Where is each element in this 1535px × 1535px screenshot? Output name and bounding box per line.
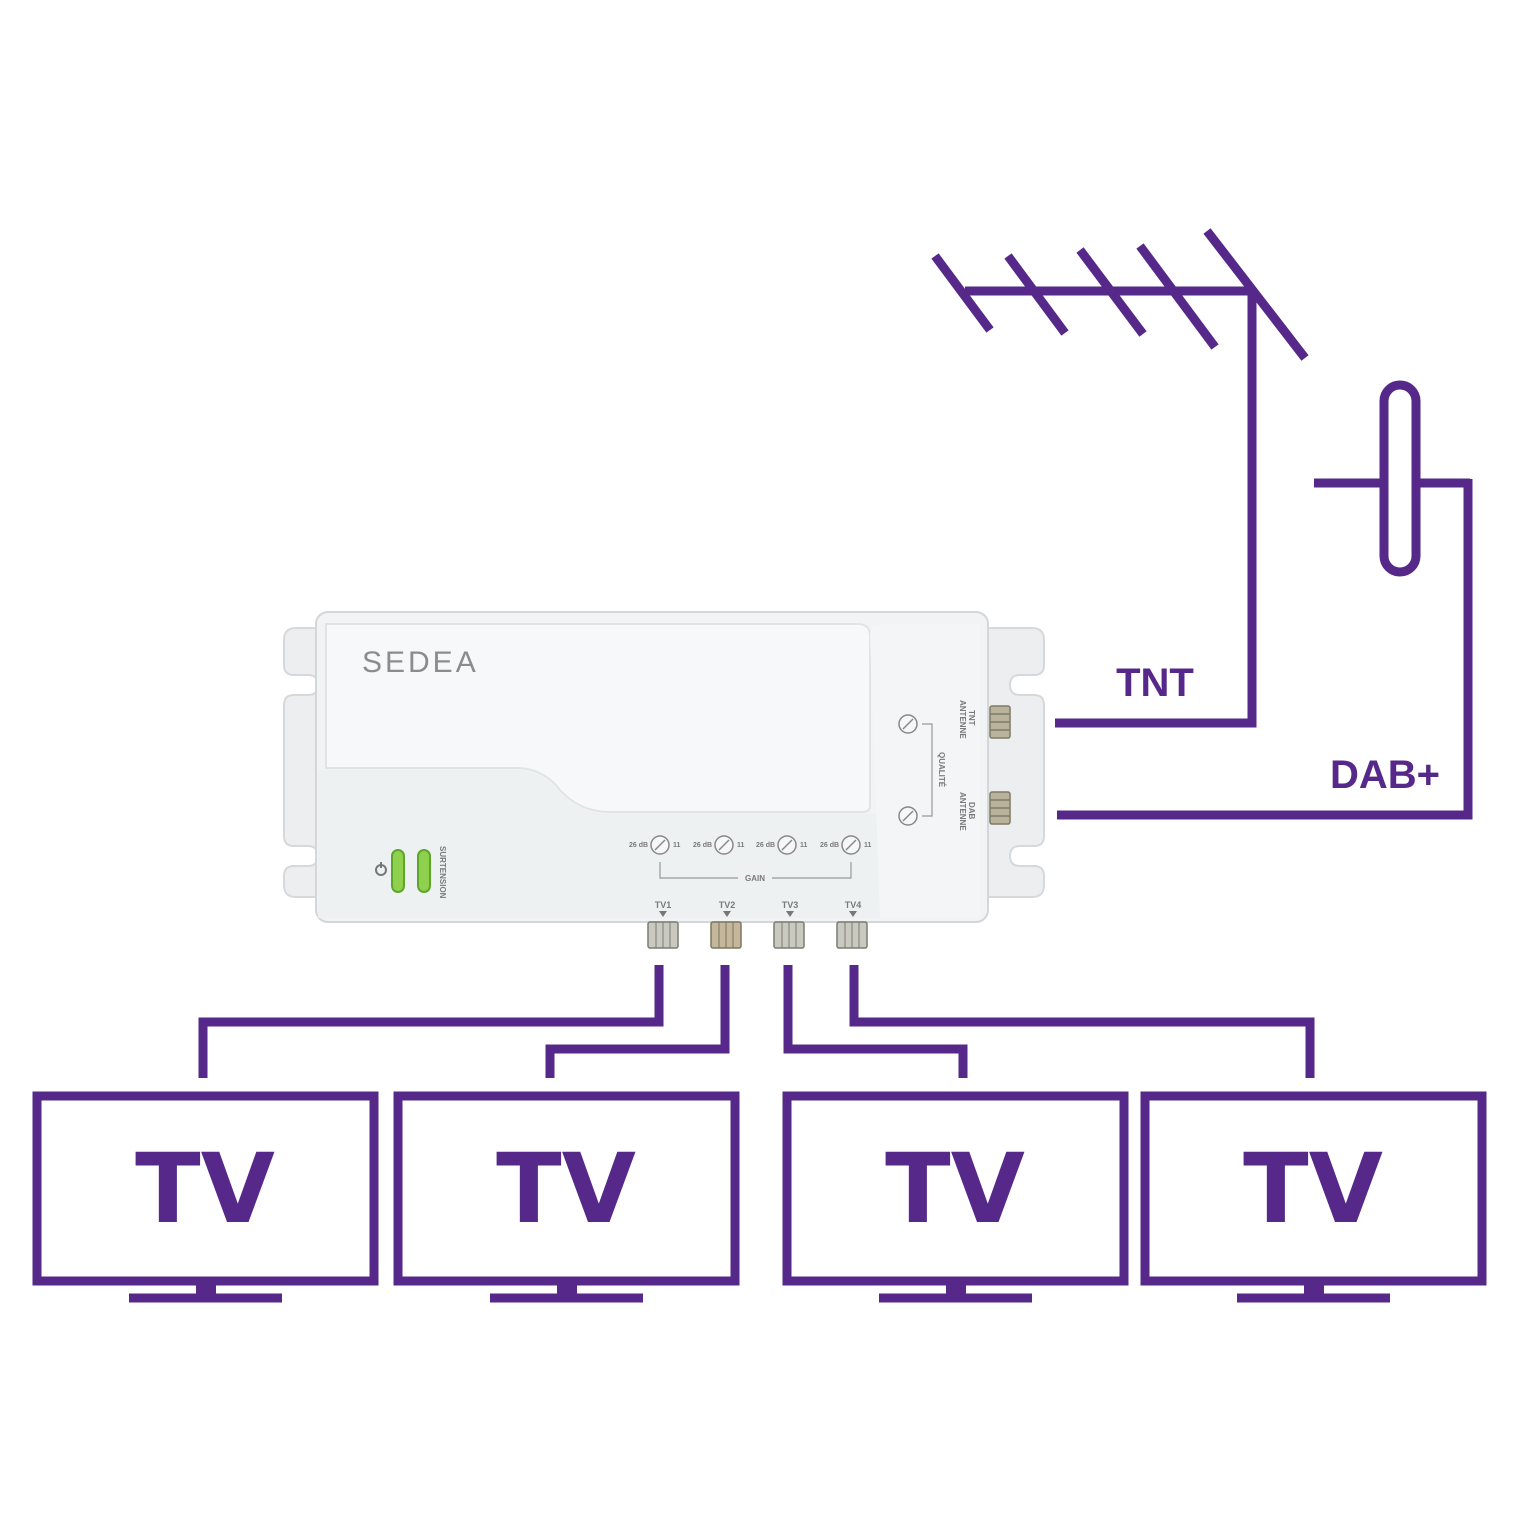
tv-icon: TV [32,1091,379,1303]
gain-min-label: 26 dB [756,842,775,849]
gain-max-label: 11 [737,842,745,849]
tv-label: TV [1243,1133,1383,1245]
output-label-tv1: TV1 [655,900,672,910]
gain-knob-tv1[interactable]: 26 dB 11 [629,835,681,855]
yagi-antenna-icon [931,228,1309,728]
tv-label: TV [885,1133,1025,1245]
cable-tv3 [783,965,968,1078]
tv-icon: TV [1140,1091,1487,1303]
gain-min-label: 26 dB [693,842,712,849]
coax-connector-icon [773,921,805,949]
gain-max-label: 11 [800,842,808,849]
dab-antenna-icon [1057,380,1473,820]
antenne-tnt-label-1: ANTENNE [958,700,967,739]
qualite-label: QUALITÉ [937,752,946,788]
qualite-knob-tnt[interactable] [898,714,918,734]
antenne-dab-label-2: DAB [967,802,976,820]
gain-knob-tv4[interactable]: 26 dB 11 [820,835,872,855]
gain-min-label: 26 dB [629,842,648,849]
tv-icon: TV [782,1091,1129,1303]
gain-label: GAIN [745,874,765,883]
tv-label: TV [135,1133,275,1245]
qualite-knob-dab[interactable] [898,806,918,826]
gain-knob-tv3[interactable]: 26 dB 11 [756,835,808,855]
tv-icon: TV [393,1091,740,1303]
gain-min-label: 26 dB [820,842,839,849]
coax-connector-icon [710,921,742,949]
tv-label: TV [496,1133,636,1245]
cable-tv4 [849,965,1315,1078]
output-label-tv4: TV4 [845,900,862,910]
gain-max-label: 11 [864,842,872,849]
coax-connector-icon [989,705,1011,739]
gain-max-label: 11 [673,842,681,849]
cable-tv1 [198,965,664,1078]
output-label-tv3: TV3 [782,900,799,910]
power-icon [375,862,387,876]
amplifier-device: SEDEA SURTENSION QUALITÉ ANTENNE TNT ANT… [283,611,1045,923]
antenne-dab-label-1: ANTENNE [958,792,967,831]
cable-tv2 [545,965,730,1078]
tnt-label: TNT [1116,661,1194,705]
brand-logo: SEDEA [362,646,479,679]
surtension-label: SURTENSION [438,846,447,899]
coax-connector-icon [647,921,679,949]
dab-label: DAB+ [1330,753,1440,797]
gain-knob-tv2[interactable]: 26 dB 11 [693,835,745,855]
power-led [391,849,405,893]
output-label-tv2: TV2 [719,900,736,910]
surtension-led [417,849,431,893]
antenne-tnt-label-2: TNT [967,710,976,726]
coax-connector-icon [989,791,1011,825]
coax-connector-icon [836,921,868,949]
